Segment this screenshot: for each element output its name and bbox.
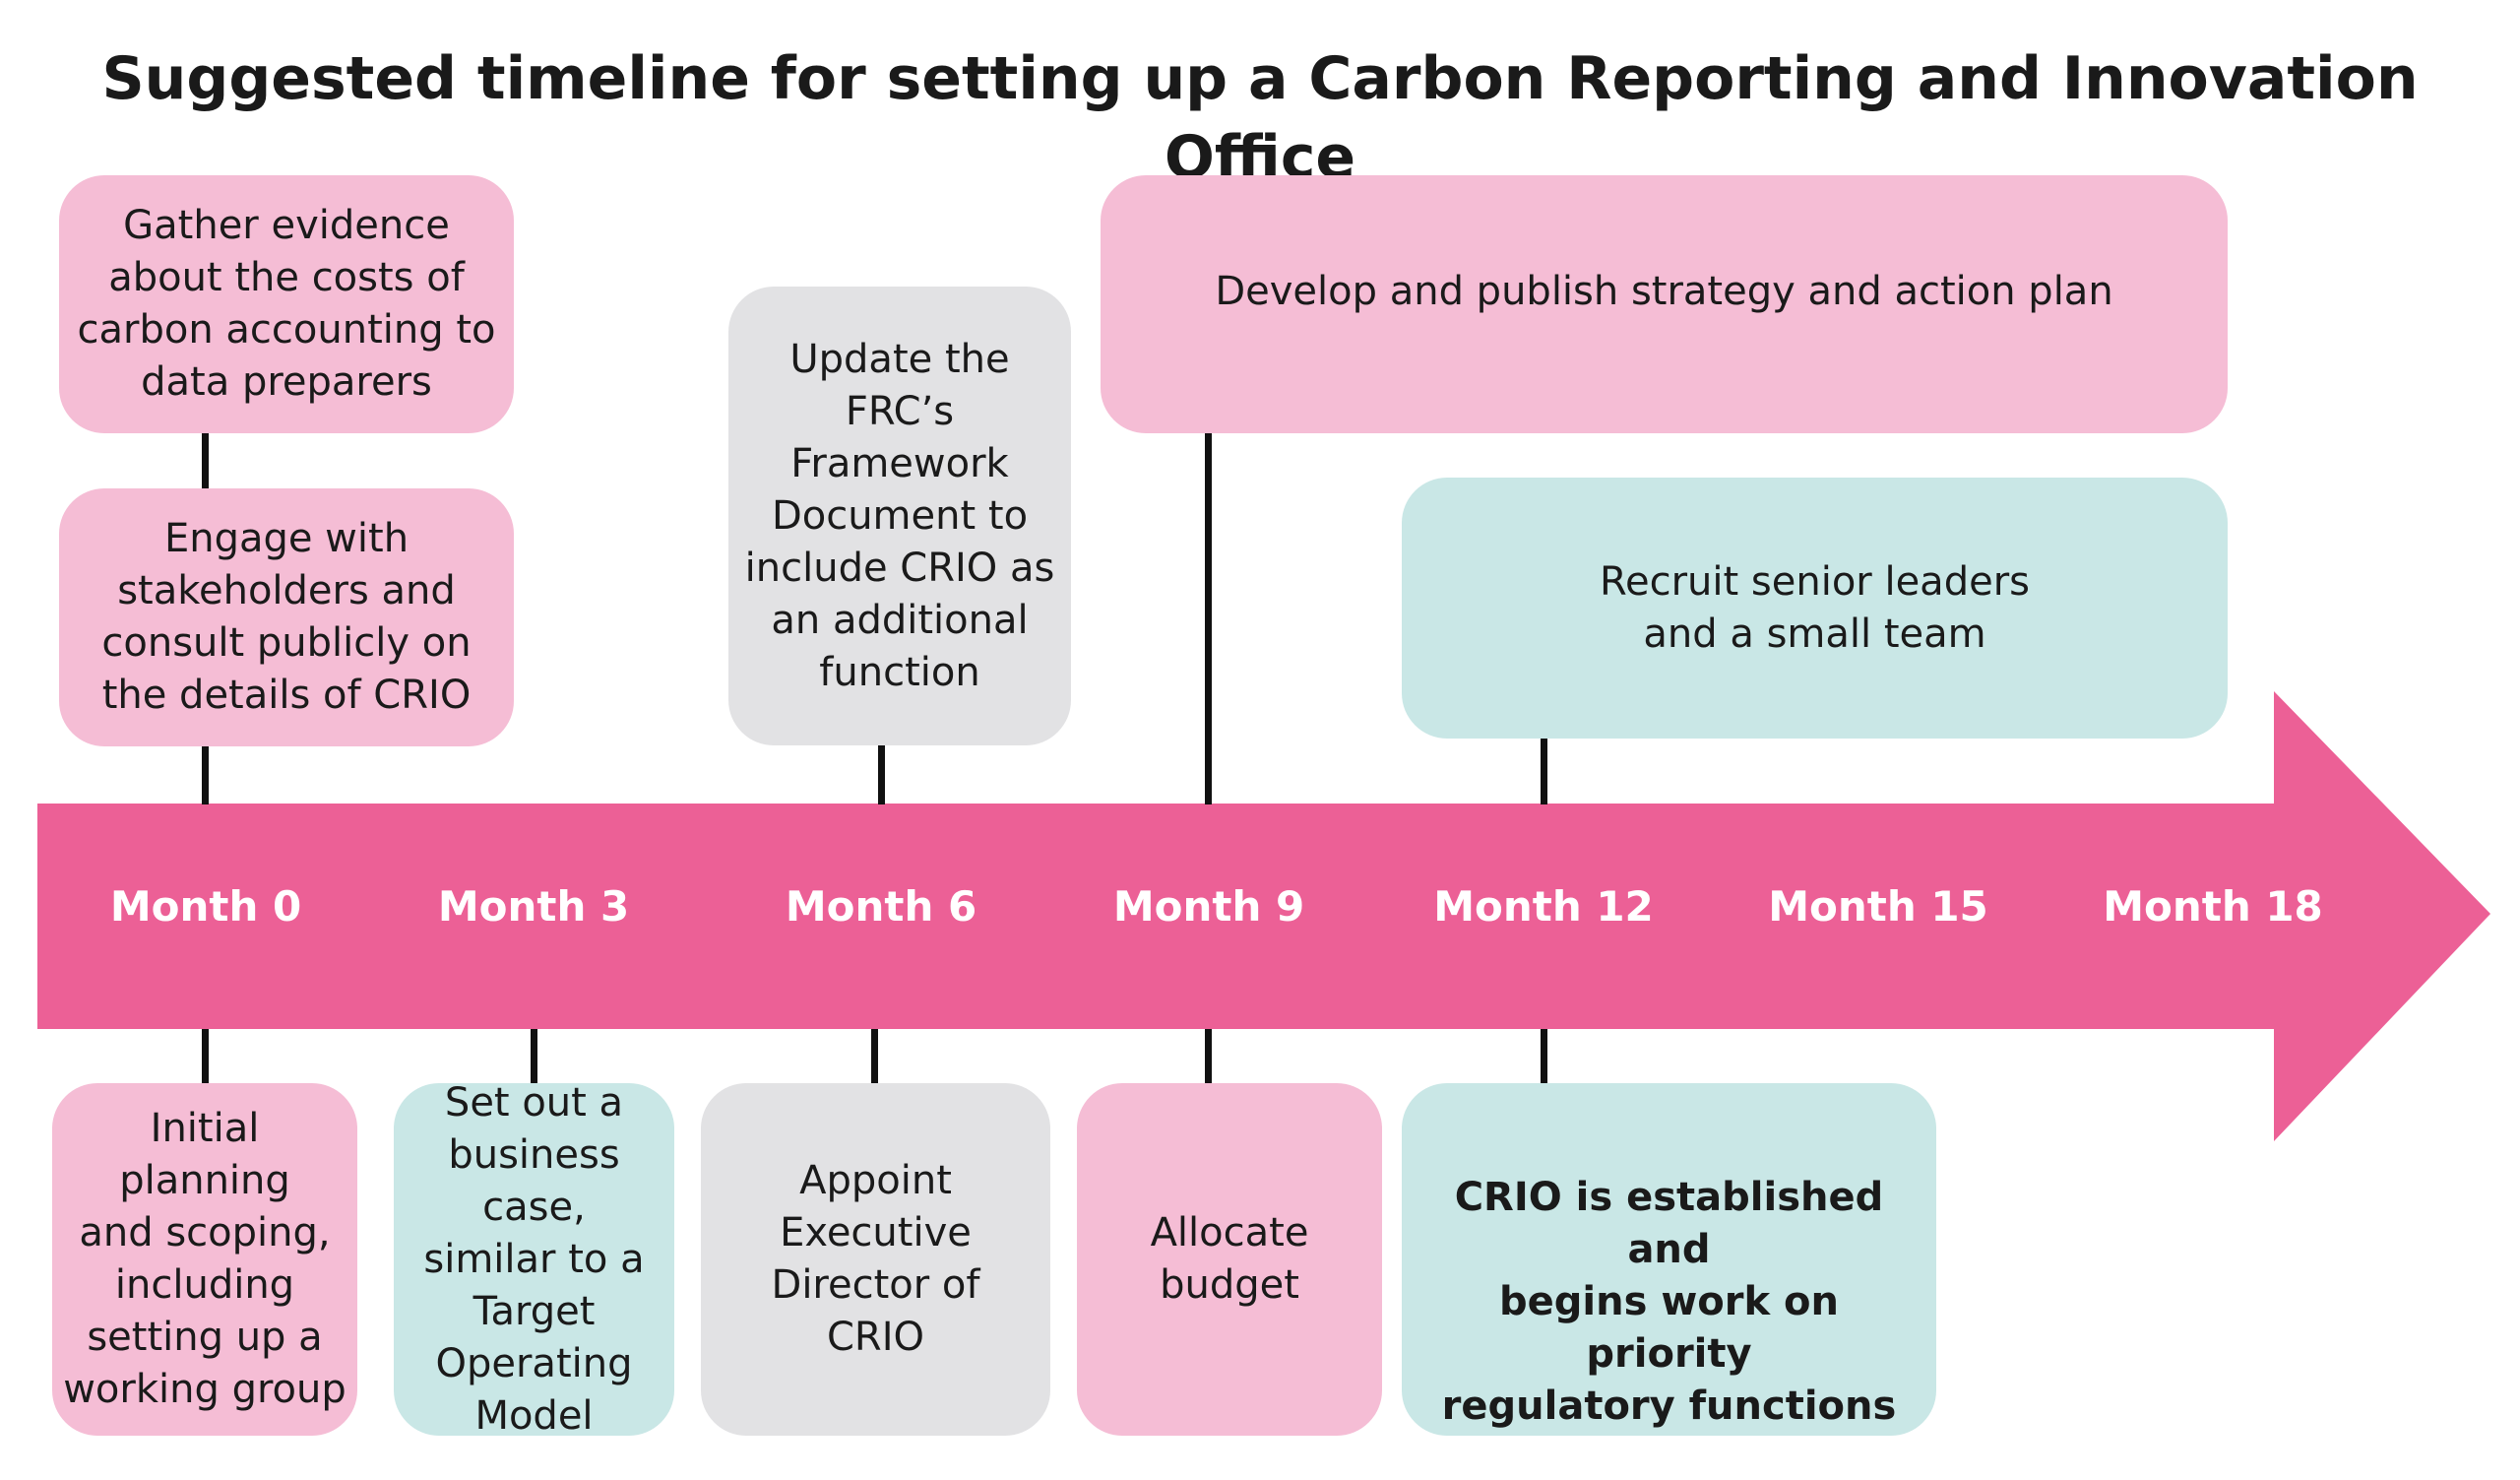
task-business-case-text: Set out a business case, similar to a Ta…: [423, 1083, 645, 1436]
task-business-case: Set out a business case, similar to a Ta…: [394, 1083, 674, 1436]
connector-engage-to-month-0: [202, 743, 209, 804]
task-develop-strategy: Develop and publish strategy and action …: [1101, 175, 2228, 433]
task-crio-established: CRIO is established and begins work on p…: [1402, 1083, 1936, 1436]
task-allocate-budget: Allocate budget: [1077, 1083, 1382, 1436]
task-engage-stakeholders-text: Engage with stakeholders and consult pub…: [101, 516, 472, 718]
connector-update-to-month-6: [878, 743, 885, 804]
month-label-3: Month 3: [437, 882, 630, 931]
task-appoint-director-text: Appoint Executive Director of CRIO: [771, 1158, 980, 1360]
month-label-12: Month 12: [1433, 882, 1654, 931]
connector-month-0-to-planning: [202, 1029, 209, 1086]
task-recruit-leaders-text: Recruit senior leaders and a small team: [1600, 558, 2030, 657]
task-initial-planning-text: Initial planning and scoping, including …: [63, 1106, 346, 1412]
connector-month-12-to-established: [1541, 1029, 1547, 1086]
task-recruit-leaders: Recruit senior leaders and a small team: [1402, 478, 2228, 739]
task-develop-strategy-text: Develop and publish strategy and action …: [1215, 269, 2113, 314]
connector-month-3-to-business-case: [531, 1029, 537, 1086]
month-label-9: Month 9: [1112, 882, 1305, 931]
month-label-0: Month 0: [109, 882, 302, 931]
task-update-framework: Update the FRC’s Framework Document to i…: [728, 287, 1071, 745]
timeline-arrow-shape: [37, 691, 2490, 1141]
task-update-framework-text: Update the FRC’s Framework Document to i…: [744, 336, 1055, 695]
task-gather-evidence: Gather evidence about the costs of carbo…: [59, 175, 514, 433]
connector-recruit-to-month-12: [1541, 736, 1547, 804]
task-allocate-budget-text: Allocate budget: [1150, 1210, 1309, 1308]
month-label-15: Month 15: [1768, 882, 1988, 931]
task-initial-planning: Initial planning and scoping, including …: [52, 1083, 357, 1436]
connector-month-9-to-budget: [1205, 1029, 1212, 1086]
task-appoint-director: Appoint Executive Director of CRIO: [701, 1083, 1050, 1436]
connector-strategy-to-month-9: [1205, 431, 1212, 804]
task-crio-established-text: CRIO is established and begins work on p…: [1441, 1175, 1897, 1429]
connector-month-6-to-appoint: [871, 1029, 878, 1086]
diagram-title: Suggested timeline for setting up a Carb…: [101, 44, 2419, 192]
task-engage-stakeholders: Engage with stakeholders and consult pub…: [59, 488, 514, 746]
task-gather-evidence-text: Gather evidence about the costs of carbo…: [77, 203, 496, 405]
month-label-18: Month 18: [2103, 882, 2323, 931]
month-label-6: Month 6: [785, 882, 977, 931]
connector-gather-to-engage: [202, 430, 209, 489]
